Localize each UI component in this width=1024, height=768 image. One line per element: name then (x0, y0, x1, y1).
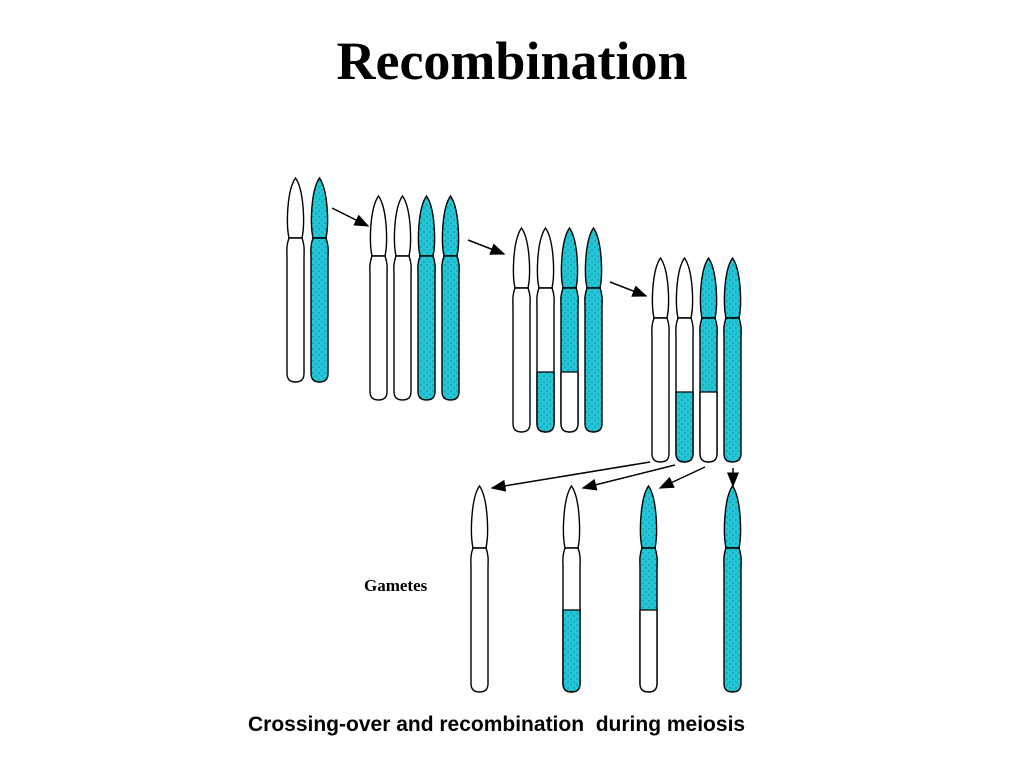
recombinant-segment (560, 372, 579, 433)
long-arm (310, 237, 329, 383)
recombinant-segment (699, 392, 718, 463)
long-arm (417, 255, 436, 401)
long-arm (584, 287, 603, 433)
short-arm (675, 256, 694, 319)
chromosome-layer: abcABCabcabcABCABCabcabCABcABCabcabCABcA… (286, 176, 742, 693)
stage2-chromatid-dominant-1 (417, 194, 436, 401)
long-arm (393, 255, 412, 401)
long-arm (441, 255, 460, 401)
stage3-chromatid-dominant-1 (560, 226, 579, 433)
long-arm (512, 287, 531, 433)
gamete-arrow-2 (581, 464, 676, 491)
stage4-chromatid-recessive (651, 256, 670, 463)
gamete-recombinant-2 (639, 484, 658, 693)
gamete-recombinant-1 (562, 484, 581, 693)
recombinant-segment (675, 392, 694, 463)
short-arm (639, 484, 658, 549)
long-arm (651, 317, 670, 463)
short-arm (560, 226, 579, 289)
short-arm (393, 194, 412, 257)
diagram-caption: Crossing-over and recombination during m… (248, 713, 746, 736)
slide-title: Recombination (336, 31, 688, 91)
stage4-chromatid-dominant (723, 256, 742, 463)
stage-arrow-2 (467, 239, 506, 255)
stage2-chromatid-recessive-1 (369, 194, 388, 401)
stage3-chromatid-recessive-2 (536, 226, 555, 433)
gamete-parental-recessive (470, 484, 489, 693)
short-arm (286, 176, 305, 239)
recombinant-segment (536, 372, 555, 433)
short-arm (562, 484, 581, 549)
stage4-chromatid-recombinant-1 (675, 256, 694, 463)
short-arm (536, 226, 555, 289)
recombinant-segment (639, 610, 658, 693)
long-arm (723, 317, 742, 463)
stage-arrow-1 (331, 207, 370, 227)
gamete-arrow-1 (490, 461, 651, 492)
gamete-arrow-3 (658, 466, 706, 489)
stage1-homolog-dominant (310, 176, 329, 383)
recombinant-segment (562, 610, 581, 693)
stage4-chromatid-recombinant-2 (699, 256, 718, 463)
short-arm (441, 194, 460, 257)
short-arm (470, 484, 489, 549)
short-arm (723, 256, 742, 319)
gametes-label: Gametes (364, 576, 428, 595)
short-arm (699, 256, 718, 319)
stage1-homolog-recessive (286, 176, 305, 383)
arrow-layer (331, 207, 739, 492)
short-arm (369, 194, 388, 257)
short-arm (584, 226, 603, 289)
short-arm (417, 194, 436, 257)
long-arm (369, 255, 388, 401)
stage3-chromatid-dominant-2 (584, 226, 603, 433)
long-arm (470, 547, 489, 693)
gamete-parental-dominant (723, 484, 742, 693)
short-arm (651, 256, 670, 319)
short-arm (512, 226, 531, 289)
stage2-chromatid-dominant-2 (441, 194, 460, 401)
stage2-chromatid-recessive-2 (393, 194, 412, 401)
stage-arrow-3 (609, 281, 648, 297)
short-arm (723, 484, 742, 549)
short-arm (310, 176, 329, 239)
long-arm (286, 237, 305, 383)
stage3-chromatid-recessive-1 (512, 226, 531, 433)
long-arm (723, 547, 742, 693)
